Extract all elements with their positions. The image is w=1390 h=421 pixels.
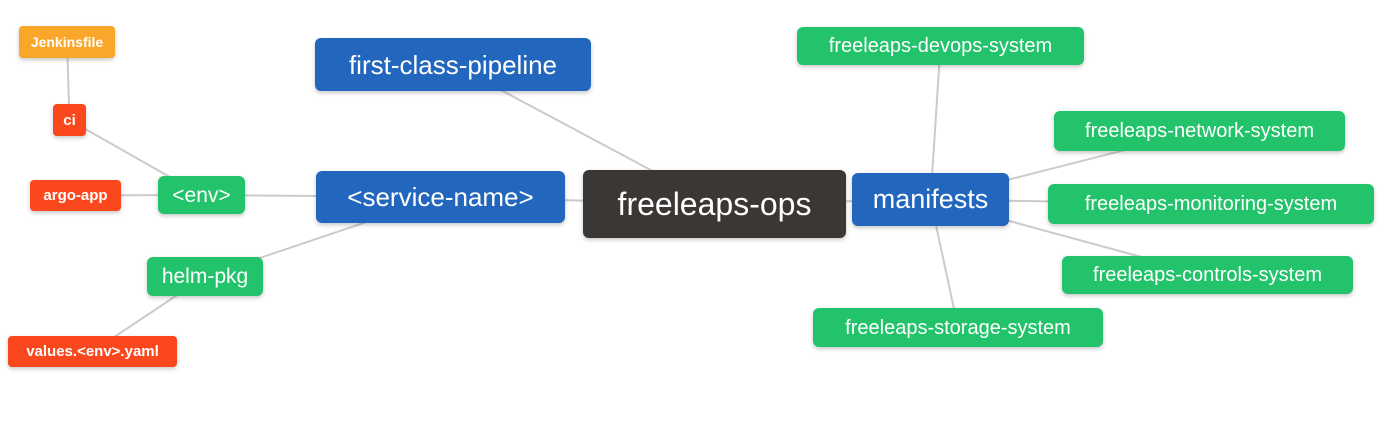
node-freeleaps-monitoring-system[interactable]: freeleaps-monitoring-system (1048, 184, 1374, 224)
node-manifests[interactable]: manifests (852, 173, 1009, 226)
node-ci[interactable]: ci (53, 104, 86, 136)
node-helm-pkg[interactable]: helm-pkg (147, 257, 263, 296)
node-freeleaps-devops-system[interactable]: freeleaps-devops-system (797, 27, 1084, 65)
node-values-env-yaml[interactable]: values.<env>.yaml (8, 336, 177, 367)
node-env[interactable]: <env> (158, 176, 245, 214)
node-freeleaps-network-system[interactable]: freeleaps-network-system (1054, 111, 1345, 151)
node-service-name[interactable]: <service-name> (316, 171, 565, 223)
node-freeleaps-storage-system[interactable]: freeleaps-storage-system (813, 308, 1103, 347)
node-freeleaps-controls-system[interactable]: freeleaps-controls-system (1062, 256, 1353, 294)
node-argo-app[interactable]: argo-app (30, 180, 121, 211)
node-first-class-pipeline[interactable]: first-class-pipeline (315, 38, 591, 91)
node-freeleaps-ops[interactable]: freeleaps-ops (583, 170, 846, 238)
node-jenkinsfile[interactable]: Jenkinsfile (19, 26, 115, 58)
